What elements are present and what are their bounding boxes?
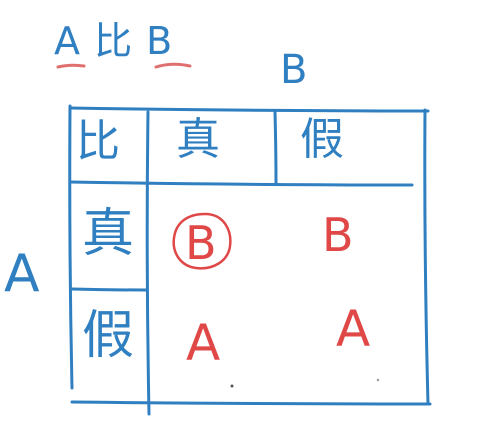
column-player-label: B (280, 47, 308, 93)
col-header-false: 假 (300, 114, 344, 165)
grid-col-sep-1 (145, 110, 151, 416)
grid-row-sep (70, 287, 148, 292)
cell-true-true: B (185, 216, 217, 270)
highlight-circle (172, 212, 232, 270)
table-corner-label: 比 (76, 116, 120, 167)
title: A 比 B (54, 19, 174, 63)
grid-col-sep-2 (273, 110, 278, 186)
row-header-true: 真 (82, 204, 135, 264)
grid-top-line (68, 106, 430, 113)
cell-false-false: A (336, 300, 371, 358)
row-header-false: 假 (82, 306, 135, 366)
stray-dot-2 (376, 378, 380, 382)
stray-dot (230, 384, 234, 388)
title-underline-a (56, 63, 86, 69)
grid-right-line (423, 108, 430, 406)
cell-false-true: A (186, 314, 221, 372)
row-player-label: A (4, 244, 40, 304)
cell-true-false: B (322, 208, 354, 262)
title-underline-b (154, 62, 192, 69)
grid-header-line (68, 180, 414, 187)
grid-bottom-line (70, 400, 432, 406)
col-header-true: 真 (176, 114, 220, 165)
grid-left-line (68, 104, 74, 390)
